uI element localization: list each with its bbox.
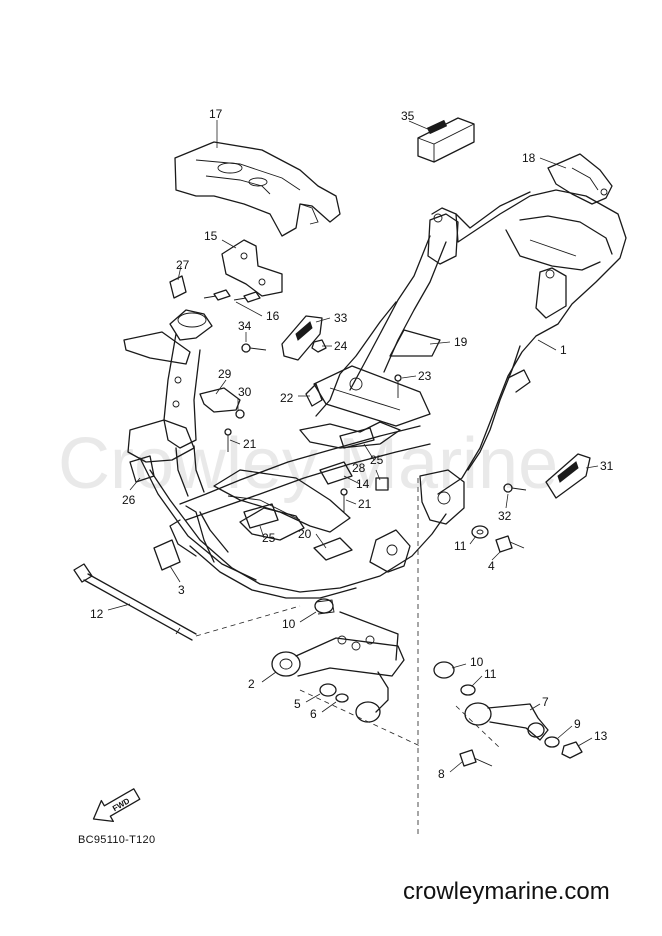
callout-28[interactable]: 28 <box>352 461 366 475</box>
part-15-bracket[interactable] <box>221 239 283 297</box>
callout-24[interactable]: 24 <box>334 339 348 353</box>
part-12-shaft[interactable] <box>73 563 197 641</box>
part-26-cap[interactable] <box>129 455 155 483</box>
callout-20[interactable]: 20 <box>298 527 312 541</box>
callout-4[interactable]: 4 <box>488 559 495 573</box>
alignment-line <box>299 689 421 747</box>
part-35-block[interactable] <box>417 117 475 163</box>
part-31-bracket[interactable] <box>545 453 591 499</box>
part-28-clip[interactable] <box>375 477 389 491</box>
part-30-screw[interactable] <box>235 409 245 419</box>
brand-footer[interactable]: crowleymarine.com <box>403 878 610 905</box>
part-18-bracket[interactable] <box>547 153 613 205</box>
callout-31[interactable]: 31 <box>600 459 614 473</box>
part-7-link-arm[interactable] <box>464 702 549 741</box>
part-4-bolt[interactable] <box>495 535 525 553</box>
part-10-bushing-a[interactable] <box>314 598 335 615</box>
part-17-cover[interactable] <box>174 141 341 237</box>
callout-35[interactable]: 35 <box>401 109 415 123</box>
part-25-pad-a[interactable] <box>339 427 375 449</box>
callout-5[interactable]: 5 <box>294 697 301 711</box>
part-27-pad[interactable] <box>169 275 187 299</box>
callout-11b[interactable]: 11 <box>484 667 497 681</box>
callout-8[interactable]: 8 <box>438 767 445 781</box>
part-1-main-frame[interactable] <box>123 189 627 599</box>
callout-12[interactable]: 12 <box>90 607 104 621</box>
callout-11a[interactable]: 11 <box>454 539 467 553</box>
part-22-bracket[interactable] <box>305 383 323 407</box>
part-11-washer-b[interactable] <box>460 684 476 696</box>
part-20-plate[interactable] <box>313 537 353 561</box>
part-6-washer[interactable] <box>335 693 349 703</box>
part-9-washer[interactable] <box>544 736 560 748</box>
callout-19[interactable]: 19 <box>454 335 468 349</box>
callout-32[interactable]: 32 <box>498 509 512 523</box>
fwd-arrow-icon: FWD <box>92 788 141 823</box>
callout-21a[interactable]: 21 <box>243 437 257 451</box>
part-13-nut[interactable] <box>561 741 583 759</box>
part-3-cap[interactable] <box>153 539 181 571</box>
alignment-line <box>195 605 301 637</box>
part-8-bolt[interactable] <box>459 749 493 767</box>
diagram-code: BC95110-T120 <box>78 834 156 846</box>
callout-10a[interactable]: 10 <box>282 617 296 631</box>
callout-6[interactable]: 6 <box>310 707 317 721</box>
callout-15[interactable]: 15 <box>204 229 218 243</box>
part-21-bolt-a[interactable] <box>224 428 232 452</box>
callout-26[interactable]: 26 <box>122 493 136 507</box>
part-24-nut[interactable] <box>311 339 327 353</box>
callout-9[interactable]: 9 <box>574 717 581 731</box>
callout-16[interactable]: 16 <box>266 309 280 323</box>
callout-17[interactable]: 17 <box>209 107 223 121</box>
part-19-plate[interactable] <box>389 329 441 357</box>
callout-29[interactable]: 29 <box>218 367 232 381</box>
callout-18[interactable]: 18 <box>522 151 536 165</box>
callout-labels: 17 35 18 15 27 16 33 34 24 19 1 23 29 22… <box>90 107 614 781</box>
callout-23[interactable]: 23 <box>418 369 432 383</box>
callout-34[interactable]: 34 <box>238 319 252 333</box>
part-5-bushing[interactable] <box>319 683 337 697</box>
part-23-bolt[interactable] <box>394 374 402 398</box>
leader-lines <box>107 120 599 773</box>
part-10-bushing-b[interactable] <box>433 661 455 679</box>
callout-27[interactable]: 27 <box>176 258 190 272</box>
part-14-pad[interactable] <box>319 461 353 485</box>
callout-21b[interactable]: 21 <box>358 497 372 511</box>
part-29-clip[interactable] <box>199 387 241 413</box>
part-16-bolts[interactable] <box>203 289 261 303</box>
callout-2[interactable]: 2 <box>248 677 255 691</box>
part-2-link[interactable] <box>271 611 405 723</box>
part-11-washer-a[interactable] <box>471 525 489 539</box>
callout-14[interactable]: 14 <box>356 477 370 491</box>
part-25-pad-b[interactable] <box>243 503 279 529</box>
callout-30[interactable]: 30 <box>238 385 252 399</box>
watermark: Crowley Marine <box>58 424 558 504</box>
callout-33[interactable]: 33 <box>334 311 348 325</box>
callout-3[interactable]: 3 <box>178 583 185 597</box>
callout-7[interactable]: 7 <box>542 695 549 709</box>
fwd-arrow-label: FWD <box>111 796 131 813</box>
callout-1[interactable]: 1 <box>560 343 567 357</box>
part-34-bolt[interactable] <box>241 343 267 353</box>
part-21-bolt-b[interactable] <box>340 488 348 512</box>
callout-13[interactable]: 13 <box>594 729 608 743</box>
callout-22[interactable]: 22 <box>280 391 294 405</box>
alignment-line <box>455 705 501 749</box>
part-33-bracket[interactable] <box>281 315 323 361</box>
callout-10b[interactable]: 10 <box>470 655 484 669</box>
callout-25b[interactable]: 25 <box>262 531 276 545</box>
callout-25a[interactable]: 25 <box>370 453 384 467</box>
part-32-bolt[interactable] <box>503 483 527 493</box>
